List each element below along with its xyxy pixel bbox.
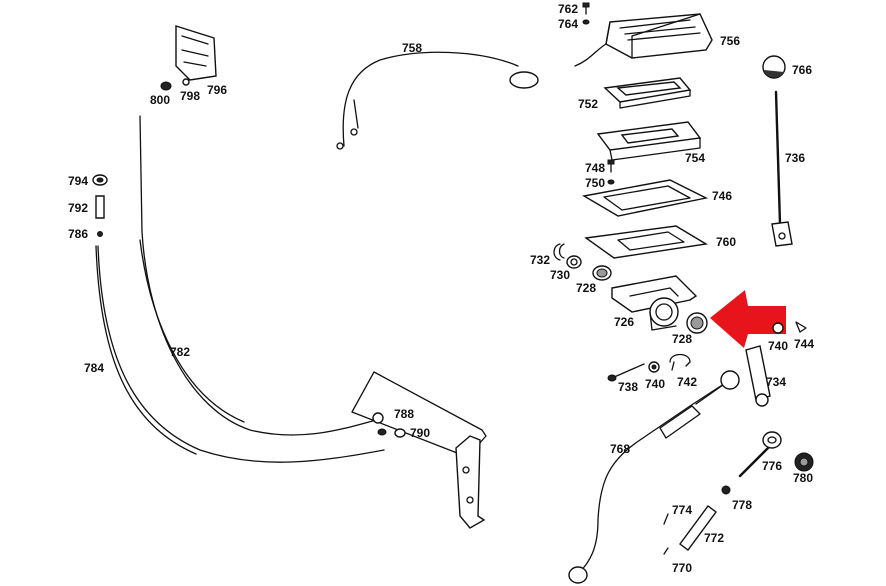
bolt-738 (607, 363, 645, 382)
screw-748 (607, 159, 615, 173)
clamp-742 (669, 353, 691, 371)
pin-772 (679, 505, 717, 551)
clip-732 (553, 243, 565, 261)
frame-752 (603, 77, 692, 109)
nut-800 (160, 81, 172, 91)
label-740-left: 740 (645, 377, 665, 391)
clip-744 (795, 321, 807, 333)
label-728-lower: 728 (672, 332, 692, 346)
label-788: 788 (394, 407, 414, 421)
label-770: 770 (672, 561, 692, 575)
nut-788 (377, 428, 387, 436)
label-756: 756 (720, 34, 740, 48)
label-778: 778 (732, 498, 752, 512)
label-766: 766 (792, 63, 812, 77)
gasket-746 (582, 179, 709, 217)
label-740-right: 740 (768, 339, 788, 353)
label-744: 744 (794, 337, 814, 351)
label-754: 754 (685, 151, 705, 165)
bushing-728-lower (686, 312, 708, 334)
label-742: 742 (677, 375, 697, 389)
label-750: 750 (585, 176, 605, 190)
shift-rod-768 (568, 370, 740, 584)
label-732: 732 (530, 253, 550, 267)
sleeve-792 (95, 195, 105, 219)
red-arrow-icon (710, 290, 786, 348)
label-762: 762 (558, 2, 578, 16)
label-748: 748 (585, 161, 605, 175)
bracket-796 (175, 25, 217, 81)
nut-794 (92, 174, 108, 186)
label-776: 776 (762, 459, 782, 473)
label-772: 772 (704, 531, 724, 545)
washer-764 (582, 19, 590, 25)
rod-end-776 (738, 431, 782, 478)
nut-740-right (772, 322, 784, 334)
washer-730 (566, 255, 582, 269)
label-738: 738 (618, 380, 638, 394)
label-782: 782 (170, 345, 190, 359)
label-728-upper: 728 (576, 281, 596, 295)
label-752: 752 (578, 97, 598, 111)
washer-798 (182, 78, 190, 86)
label-786: 786 (68, 227, 88, 241)
lever-arm-734 (745, 345, 771, 407)
pin-774 (663, 513, 669, 525)
label-794: 794 (68, 174, 88, 188)
label-784: 784 (84, 361, 104, 375)
label-726: 726 (614, 315, 634, 329)
label-798: 798 (180, 89, 200, 103)
cable-782 (139, 115, 384, 436)
label-800: 800 (150, 93, 170, 107)
part-labels: 762 764 756 758 766 752 754 736 748 750 … (68, 2, 814, 575)
washer-790 (394, 428, 406, 438)
cable-758 (336, 51, 539, 150)
label-736: 736 (785, 151, 805, 165)
ball-786 (97, 231, 103, 237)
cable-784 (95, 245, 385, 463)
bushing-780 (794, 452, 814, 472)
lever-736 (771, 90, 793, 247)
label-774: 774 (672, 503, 692, 517)
nut-740-left (648, 361, 660, 373)
label-792: 792 (68, 201, 88, 215)
plate-760 (584, 225, 709, 259)
housing-726 (611, 275, 698, 331)
ring-778 (721, 485, 731, 495)
clip-770 (663, 547, 669, 555)
shift-cover-756 (574, 13, 713, 67)
label-746: 746 (712, 189, 732, 203)
screw-762 (582, 2, 590, 15)
label-758: 758 (402, 41, 422, 55)
label-764: 764 (558, 17, 578, 31)
washer-750 (607, 179, 615, 185)
label-780: 780 (793, 471, 813, 485)
bracket-assembly (351, 371, 487, 529)
label-796: 796 (207, 83, 227, 97)
label-768: 768 (610, 442, 630, 456)
label-760: 760 (716, 235, 736, 249)
bushing-728-upper (592, 265, 612, 281)
label-790: 790 (410, 426, 430, 440)
label-730: 730 (550, 268, 570, 282)
boot-754 (596, 121, 702, 161)
knob-766 (762, 55, 786, 79)
label-734: 734 (766, 375, 786, 389)
